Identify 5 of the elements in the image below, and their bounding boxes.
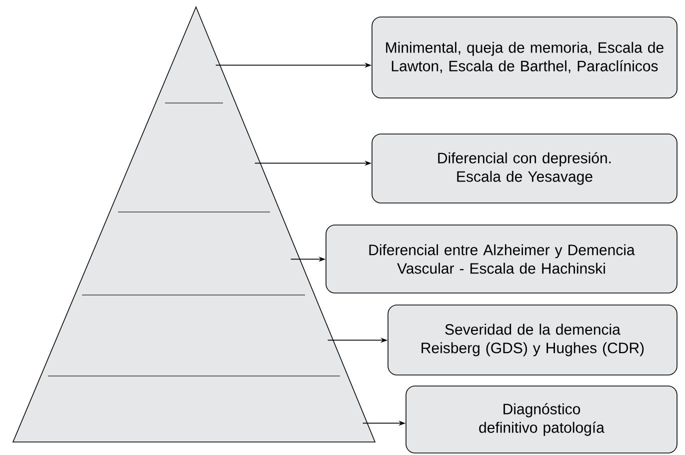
text-box: Diagnóstico definitivo patología: [406, 386, 678, 454]
text-box: Severidad de la demencia Reisberg (GDS) y Hughes (CDR): [388, 304, 678, 376]
text-box: Diferencial entre Alzheimer y Demencia Vascular - Escala de Hachinski: [326, 224, 678, 294]
text-box: Minimental, queja de memoria, Escala de Lawton, Escala de Barthel, Paraclínicos: [372, 16, 678, 98]
text-box: Diferencial con depresión. Escala de Yesavage: [372, 134, 678, 204]
